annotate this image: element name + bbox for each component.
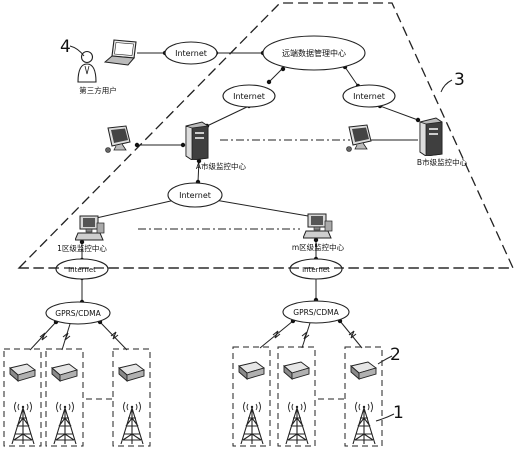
internet-label-m: Internet	[302, 266, 330, 274]
callout-1: 1	[393, 403, 404, 423]
laptop-icon	[104, 39, 137, 66]
terminal-groups	[3, 346, 383, 447]
remote-center-label: 远端数据管理中心	[282, 48, 346, 58]
gprs-cloud-m	[282, 300, 350, 324]
internet-cloud-district	[167, 182, 223, 208]
modem-icon	[283, 361, 310, 380]
modem-icon	[350, 361, 377, 380]
internet-cloud-m	[289, 258, 343, 280]
network-clouds	[45, 35, 396, 325]
tower-icon	[53, 401, 77, 445]
tower-icon	[352, 401, 376, 445]
district-1-center-label: 1区级监控中心	[57, 243, 107, 253]
terminal-box-1-2	[45, 348, 84, 447]
workstation-icon-m	[303, 213, 333, 239]
modem-icon	[238, 361, 265, 380]
server-icon-b	[419, 117, 443, 156]
person-icon	[77, 50, 97, 83]
internet-label-a: Internet	[233, 92, 265, 101]
city-a-center-label: A市级监控中心	[196, 161, 247, 171]
tower-icon	[285, 401, 309, 445]
tower-icon	[120, 401, 144, 445]
terminal-box-m-n	[344, 346, 383, 447]
tower-icon	[240, 401, 264, 445]
third-party-user-label: 第三方用户	[79, 85, 117, 95]
remote-center-cloud	[262, 35, 366, 71]
terminal-box-m-1	[232, 346, 271, 447]
callout-leaders	[69, 45, 453, 422]
terminal-box-1-n	[112, 348, 151, 447]
modem-icon	[9, 363, 36, 382]
city-b-center-label: B市级监控中心	[417, 157, 468, 167]
internet-cloud-b	[342, 84, 396, 108]
internet-label-1: Internet	[68, 266, 96, 274]
terminal-box-1-1	[3, 348, 42, 447]
district-m-center-label: m区级监控中心	[292, 242, 345, 252]
monitor-icon-a	[105, 125, 131, 153]
gprs-label-m: GPRS/CDMA	[293, 308, 339, 317]
callout-2: 2	[390, 345, 401, 365]
terminal-box-m-2	[277, 346, 316, 447]
internet-label-district: Internet	[179, 191, 211, 200]
modem-icon	[118, 363, 145, 382]
gprs-label-1: GPRS/CDMA	[55, 309, 101, 318]
upper-system-boundary	[17, 2, 515, 269]
callout-3: 3	[454, 70, 465, 90]
internet-cloud-a	[222, 84, 276, 108]
modem-icon	[51, 363, 78, 382]
server-icon-a	[185, 121, 209, 160]
internet-label-b: Internet	[353, 92, 385, 101]
tower-icon	[11, 401, 35, 445]
wireless-link-marks	[39, 330, 357, 341]
callout-4: 4	[60, 37, 71, 57]
gprs-cloud-1	[45, 301, 111, 325]
monitor-icon-b	[346, 124, 372, 152]
internet-label-user: Internet	[175, 49, 207, 58]
internet-cloud-user	[164, 41, 218, 65]
workstation-icon-1	[75, 215, 105, 241]
internet-cloud-1	[55, 258, 109, 280]
